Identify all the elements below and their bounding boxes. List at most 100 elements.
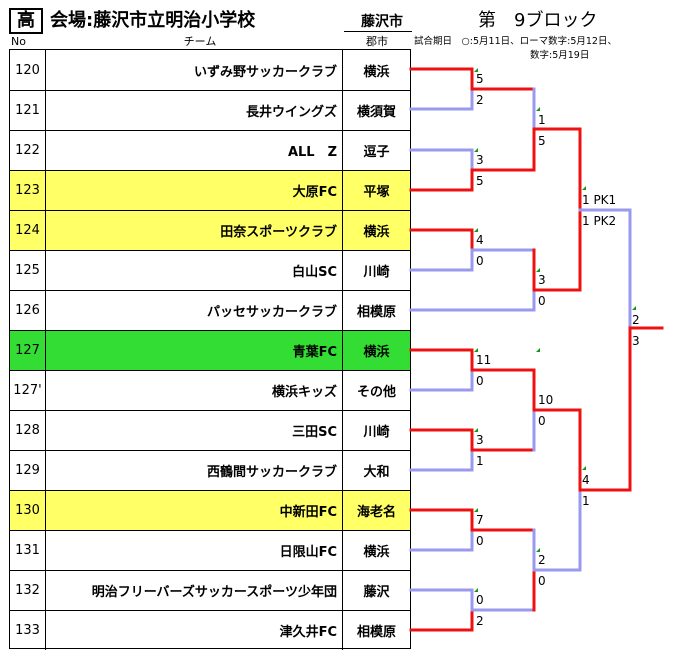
table-row: 127'横浜キッズその他: [10, 370, 410, 410]
match-score: 1: [476, 454, 484, 468]
team-number: 122: [10, 131, 46, 170]
team-name: 青葉FC: [46, 331, 343, 370]
match-score: 0: [476, 593, 484, 607]
match-marker: [474, 508, 478, 512]
match-score: 2: [476, 93, 484, 107]
match-score: 2: [632, 313, 640, 327]
match-score: 0: [538, 574, 546, 588]
column-header-no: No: [11, 35, 26, 48]
team-number: 133: [10, 611, 46, 650]
team-city: 平塚: [363, 185, 390, 200]
match-score: 5: [476, 72, 484, 86]
block-title: 第 9ブロック: [478, 10, 598, 31]
match-marker: [582, 466, 586, 470]
team-number: 126: [10, 291, 46, 330]
match-score: 1 PK2: [582, 214, 616, 228]
team-city: 藤沢: [363, 585, 390, 600]
match-marker: [474, 588, 478, 592]
match-score: 2: [538, 553, 546, 567]
team-city: 横浜: [363, 64, 390, 80]
team-name: 大原FC: [46, 171, 343, 210]
team-city: 川崎: [363, 425, 390, 440]
team-number: 127': [10, 371, 46, 410]
team-name: 津久井FC: [46, 611, 343, 650]
match-score: 3: [476, 153, 484, 167]
team-name: 明治フリーバーズサッカースポーツ少年団: [46, 571, 343, 610]
team-number: 128: [10, 411, 46, 450]
team-name: 横浜キッズ: [46, 371, 343, 410]
host-city: 藤沢市: [361, 14, 403, 30]
team-city: 横浜: [363, 345, 390, 360]
match-score: 1 PK1: [582, 193, 616, 207]
match-marker: [474, 348, 478, 352]
team-name: 田奈スポーツクラブ: [46, 211, 343, 250]
team-city: 大和: [363, 465, 390, 480]
category-badge: 高: [9, 8, 43, 34]
match-score: 3: [632, 334, 640, 348]
match-score: 0: [476, 374, 484, 388]
match-score: 5: [476, 174, 484, 188]
match-score: 2: [476, 614, 484, 628]
match-score: 0: [476, 534, 484, 548]
team-city: 相模原: [356, 305, 396, 320]
team-name: いずみ野サッカークラブ: [46, 50, 343, 90]
team-city: その他: [356, 385, 396, 400]
team-number: 130: [10, 491, 46, 530]
match-marker: [474, 428, 478, 432]
match-marker: [474, 228, 478, 232]
team-city: 川崎: [363, 265, 390, 280]
match-marker: [536, 268, 540, 272]
team-name: 日限山FC: [46, 531, 343, 570]
match-marker: [474, 148, 478, 152]
team-number: 123: [10, 171, 46, 210]
team-city: 海老名: [356, 505, 396, 520]
schedule-note-line2: 数字:5月19日: [530, 50, 590, 61]
team-number: 127: [10, 331, 46, 370]
match-marker: [536, 348, 540, 352]
team-number: 120: [10, 50, 46, 90]
match-score: 1: [538, 113, 546, 127]
venue-title: 会場:藤沢市立明治小学校: [50, 10, 256, 31]
match-marker: [536, 107, 540, 111]
team-name: パッセサッカークラブ: [46, 291, 343, 330]
match-score: 4: [476, 233, 484, 247]
match-score: 7: [476, 513, 484, 527]
match-score: 4: [582, 473, 590, 487]
match-marker: [632, 306, 636, 310]
match-score: 3: [538, 273, 546, 287]
team-number: 131: [10, 531, 46, 570]
match-marker: [582, 186, 586, 190]
team-city: 相模原: [356, 625, 396, 640]
match-marker: [474, 68, 478, 72]
team-name: 中新田FC: [46, 491, 343, 530]
column-header-city: 郡市: [366, 35, 388, 48]
team-city: 逗子: [363, 145, 390, 160]
match-score: 5: [538, 134, 546, 148]
team-name: 白山SC: [46, 251, 343, 290]
team-city: 横浜: [363, 225, 390, 240]
team-name: ALL Z: [46, 131, 343, 170]
match-score: 0: [538, 294, 546, 308]
match-score: 0: [476, 254, 484, 268]
match-marker: [536, 548, 540, 552]
team-number: 129: [10, 451, 46, 490]
schedule-note-line1: 試合期日 ○:5月11日、ローマ数字:5月12日、: [414, 36, 617, 47]
match-score: 0: [538, 414, 546, 428]
team-number: 121: [10, 91, 46, 130]
team-name: 西鶴間サッカークラブ: [46, 451, 343, 490]
team-number: 125: [10, 251, 46, 290]
team-number: 124: [10, 211, 46, 250]
team-city: 横須賀: [356, 105, 396, 120]
